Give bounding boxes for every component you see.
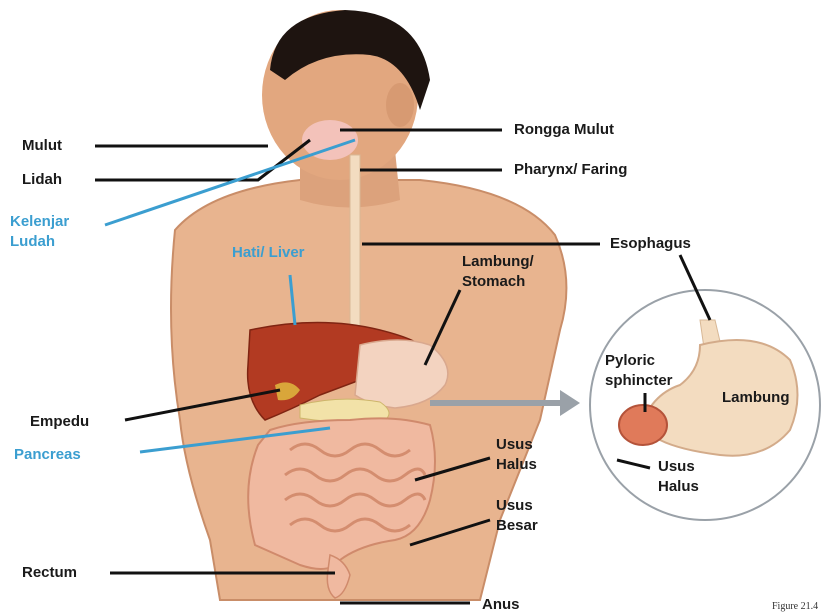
label-hati: Hati/ Liver — [232, 244, 305, 262]
label-usus-halus-line1: Usus — [496, 436, 533, 454]
label-usus-halus-inset-line1: Usus — [658, 458, 695, 476]
label-usus-besar-line2: Besar — [496, 517, 538, 535]
label-mulut: Mulut — [22, 137, 62, 155]
label-esophagus: Esophagus — [610, 235, 691, 253]
ear — [386, 83, 414, 127]
label-lambung-stomach-line1: Lambung/ — [462, 253, 534, 271]
label-usus-halus-inset-line2: Halus — [658, 478, 699, 496]
label-pyloric-line2: sphincter — [605, 372, 673, 390]
label-kelenjar-ludah-line2: Ludah — [10, 233, 55, 251]
esophagus-tube — [350, 155, 360, 340]
label-pancreas: Pancreas — [14, 446, 81, 464]
label-usus-halus-line2: Halus — [496, 456, 537, 474]
pyloric-sphincter-shape — [619, 405, 667, 445]
label-usus-besar-line1: Usus — [496, 497, 533, 515]
label-kelenjar-ludah-line1: Kelenjar — [10, 213, 69, 231]
figure-caption: Figure 21.4 — [772, 598, 818, 616]
label-lambung-inset: Lambung — [722, 389, 790, 407]
label-rongga-mulut: Rongga Mulut — [514, 121, 614, 139]
label-lidah: Lidah — [22, 171, 62, 189]
label-pharynx: Pharynx/ Faring — [514, 161, 627, 179]
label-lambung-stomach-line2: Stomach — [462, 273, 525, 291]
label-rectum: Rectum — [22, 564, 77, 582]
label-anus: Anus — [482, 596, 520, 614]
label-pyloric-line1: Pyloric — [605, 352, 655, 370]
label-empedu: Empedu — [30, 413, 89, 431]
